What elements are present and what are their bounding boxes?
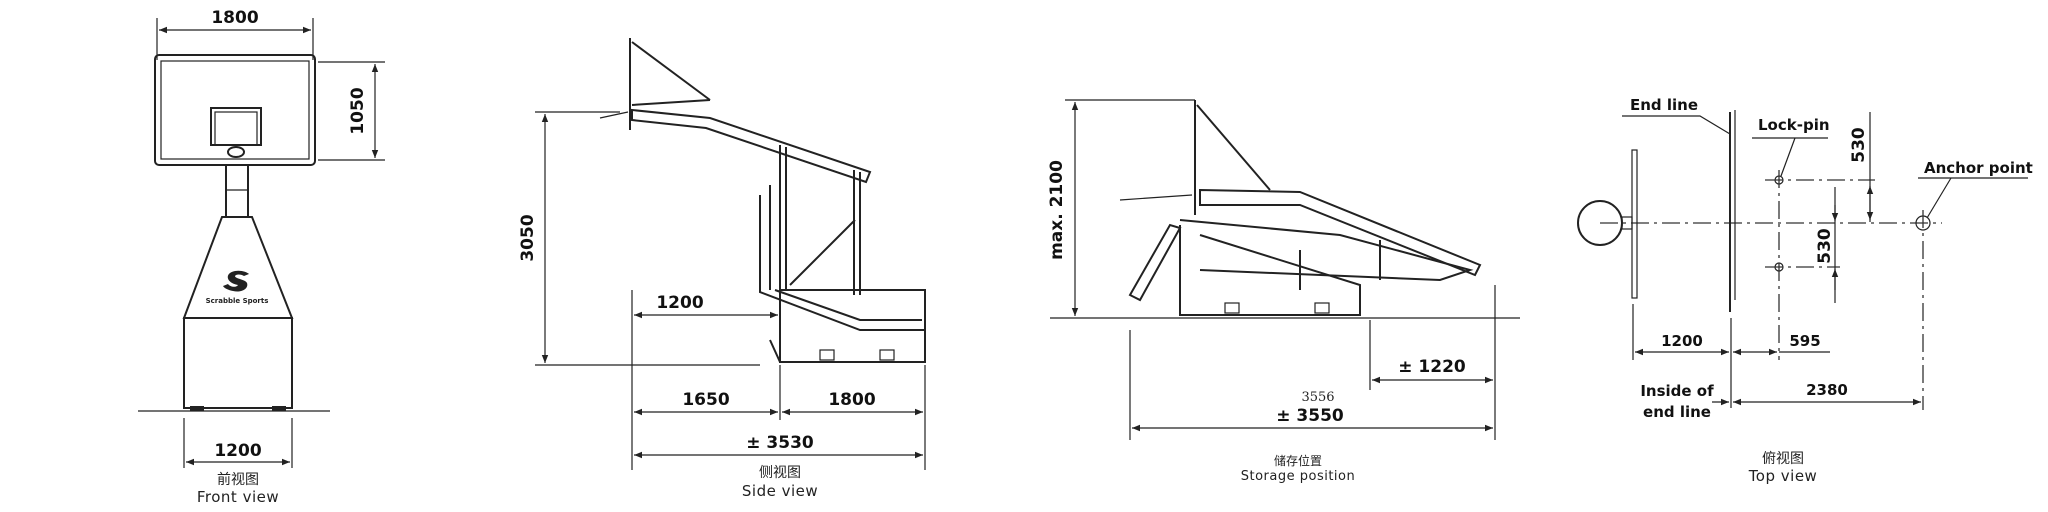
dim-1800: 1800 xyxy=(211,8,258,28)
logo-icon xyxy=(223,270,249,292)
caption-cn: 前视图 xyxy=(217,471,259,488)
caption-cn: 储存位置 xyxy=(1274,453,1322,468)
dim-max-2100: max. 2100 xyxy=(1047,160,1067,260)
front-view: 1800 1050 Scrabble Sports 1200 前视图 Front… xyxy=(138,8,385,506)
backboard xyxy=(1631,149,1638,299)
dim-1220: ± 1220 xyxy=(1398,357,1466,377)
caption-en: Top view xyxy=(1748,467,1818,485)
dim-1200: 1200 xyxy=(656,293,703,313)
label-end-line: End line xyxy=(1630,96,1698,114)
storage-view: max. 2100 ± 1220 3556 ± 3550 储存位置 Storag… xyxy=(1047,99,1520,484)
dim-3550: ± 3550 xyxy=(1276,406,1344,426)
dim-3530: ± 3530 xyxy=(746,433,814,453)
caption-en: Side view xyxy=(742,482,818,500)
dim-595: 595 xyxy=(1789,332,1820,350)
dim-1200: 1200 xyxy=(1661,332,1703,350)
label-lock-pin: Lock-pin xyxy=(1758,116,1830,134)
top-view: End line Lock-pin 530 530 Anchor point 1… xyxy=(1577,96,2033,485)
base-box xyxy=(183,317,293,409)
side-view: 3050 1200 1650 1800 ± 3530 侧视图 Side view xyxy=(518,38,926,500)
dim-1650: 1650 xyxy=(682,390,729,410)
label-inside-line2: end line xyxy=(1643,403,1711,421)
dim-1050: 1050 xyxy=(348,87,368,134)
logo-text: Scrabble Sports xyxy=(206,297,269,305)
dim-3050: 3050 xyxy=(518,214,538,261)
boom-arm xyxy=(1199,188,1482,277)
hoop xyxy=(227,146,245,158)
backboard xyxy=(154,54,316,166)
label-inside-line1: Inside of xyxy=(1640,382,1714,400)
note-3556: 3556 xyxy=(1301,390,1334,405)
base-box xyxy=(779,289,926,363)
dim-530-bottom: 530 xyxy=(1815,228,1835,264)
dim-2380: 2380 xyxy=(1806,381,1848,399)
caption-en: Storage position xyxy=(1241,469,1356,484)
boom-arm xyxy=(631,108,872,184)
label-anchor-point: Anchor point xyxy=(1924,159,2033,177)
dim-1200: 1200 xyxy=(214,441,261,461)
dim-1800: 1800 xyxy=(828,390,875,410)
caption-cn: 侧视图 xyxy=(759,465,801,481)
caption-cn: 俯视图 xyxy=(1762,451,1804,467)
caption-en: Front view xyxy=(197,488,279,506)
dim-530-top: 530 xyxy=(1849,127,1869,163)
